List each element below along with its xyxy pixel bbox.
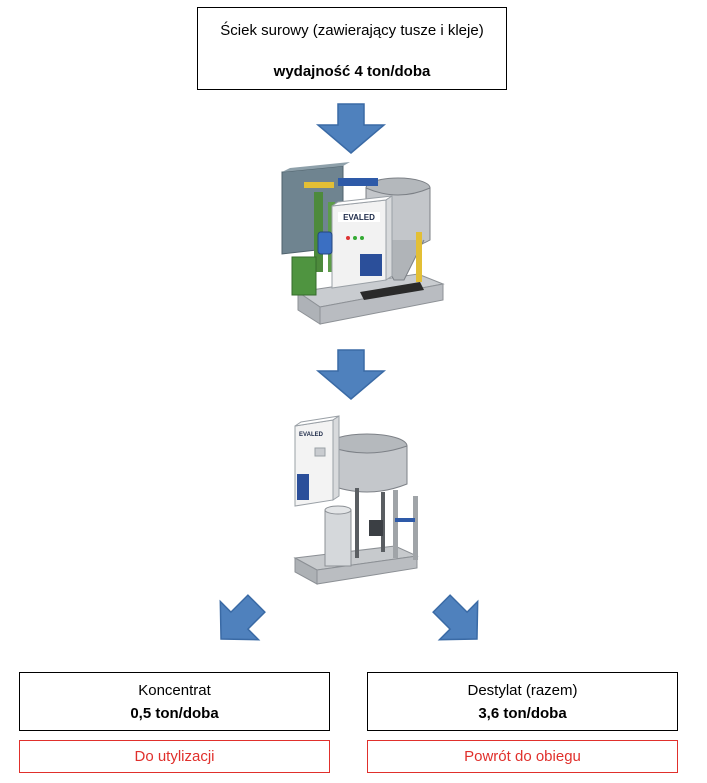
distillate-destination: Powrót do obiegu: [367, 740, 678, 773]
arrow-down-right-icon: [432, 594, 479, 641]
evaporator-image: EVALED: [281, 162, 445, 325]
input-description: Ściek surowy (zawierający tusze i kleje): [220, 22, 484, 39]
distillate-box: Destylat (razem) 3,6 ton/doba: [367, 672, 678, 731]
arrow-down-icon: [315, 103, 387, 154]
distillate-label: Destylat (razem): [467, 682, 578, 699]
stripper-logo: EVALED: [299, 432, 324, 438]
distillate-amount: 3,6 ton/doba: [478, 705, 567, 722]
concentrate-label: Koncentrat: [138, 682, 211, 699]
concentrate-destination: Do utylizacji: [19, 740, 330, 773]
concentrate-amount: 0,5 ton/doba: [130, 705, 219, 722]
input-box: Ściek surowy (zawierający tusze i kleje)…: [197, 7, 507, 90]
input-capacity: wydajność 4 ton/doba: [273, 63, 431, 80]
evaporator-logo: EVALED: [343, 213, 375, 222]
concentrate-box: Koncentrat 0,5 ton/doba: [19, 672, 330, 731]
arrow-down-icon: [315, 349, 387, 400]
arrow-down-left-icon: [219, 594, 266, 641]
stripper-image: EVALED: [293, 415, 419, 585]
